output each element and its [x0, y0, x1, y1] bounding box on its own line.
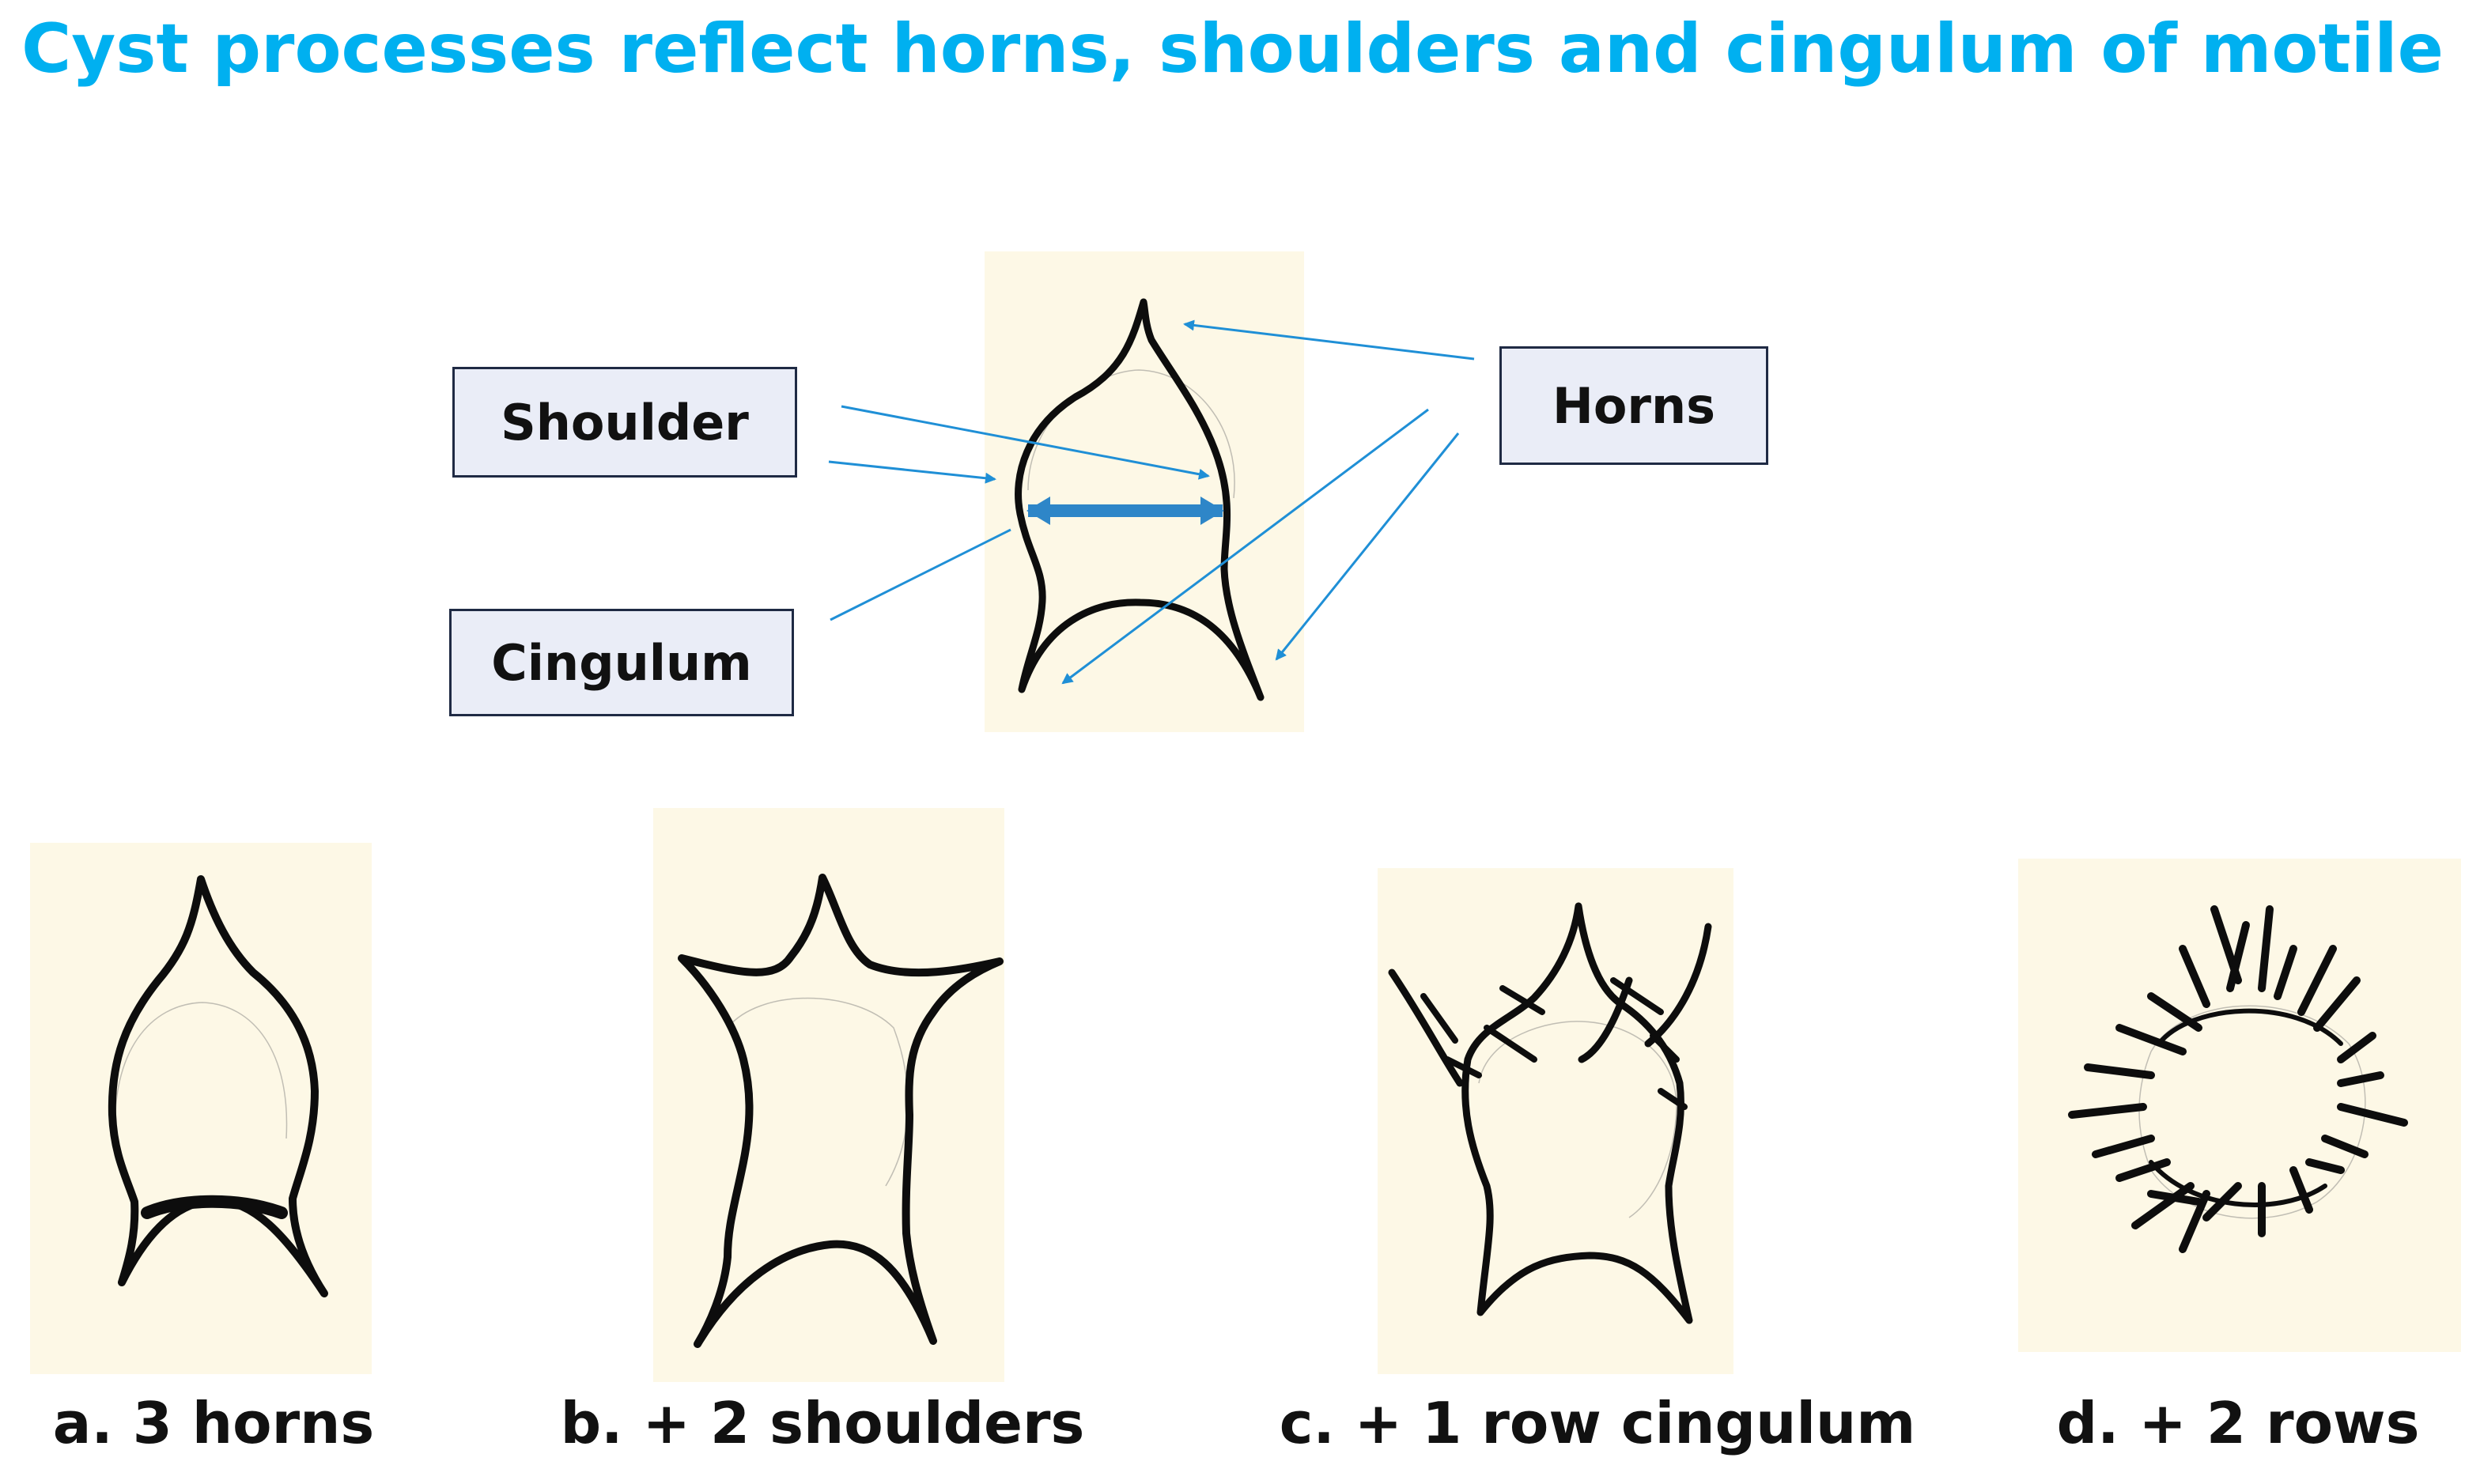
- annotation-arrows: [828, 319, 1475, 685]
- panel-c: [1378, 868, 1733, 1374]
- cyst-b-drawing: [678, 874, 1004, 1348]
- figure-title: Cyst processes reflect horns, shoulders …: [21, 9, 2444, 89]
- cyst-d-drawing: [2068, 905, 2408, 1253]
- cyst-c-drawing: [1388, 902, 1712, 1324]
- caption-d: d. + 2 rows: [2056, 1390, 2420, 1456]
- horns-label-text: Horns: [1552, 376, 1716, 435]
- cingulum-label: Cingulum: [449, 609, 794, 716]
- caption-c: c. + 1 row cingulum: [1279, 1390, 1916, 1456]
- caption-a: a. 3 horns: [52, 1390, 375, 1456]
- panel-b: [653, 808, 1004, 1382]
- caption-b: b. + 2 shoulders: [560, 1390, 1085, 1456]
- shoulder-label-text: Shoulder: [501, 393, 749, 451]
- cingulum-label-text: Cingulum: [491, 633, 752, 692]
- cyst-a-drawing: [108, 875, 328, 1297]
- horns-label: Horns: [1499, 346, 1768, 465]
- main-cyst-outline: [1015, 298, 1265, 701]
- shoulder-label: Shoulder: [452, 367, 797, 478]
